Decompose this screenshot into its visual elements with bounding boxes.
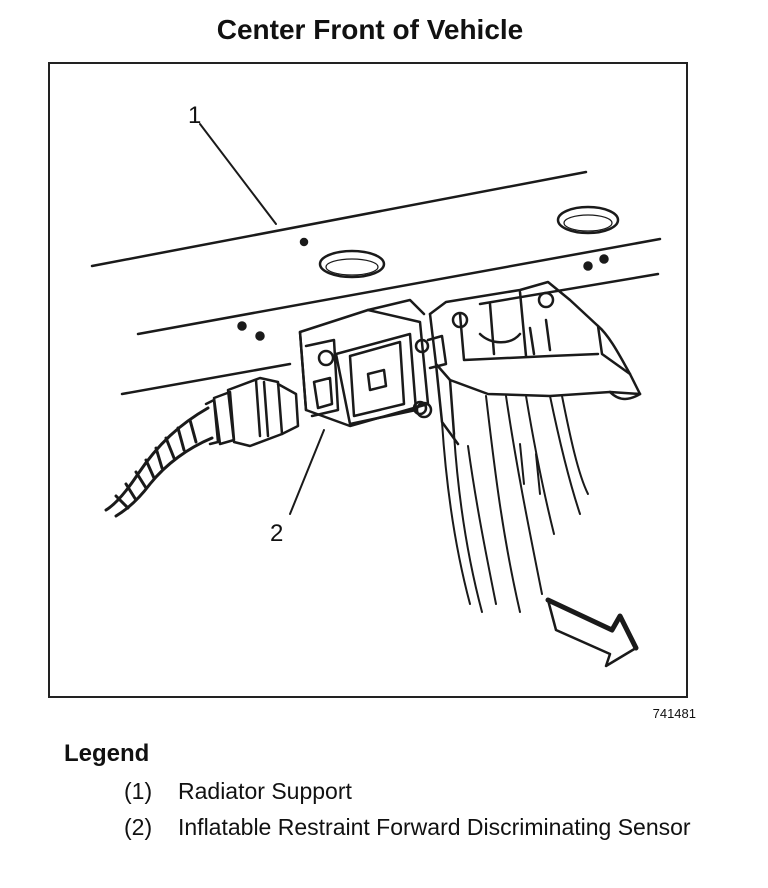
forward-arrow-icon	[545, 597, 639, 668]
legend-item-number: (2)	[124, 814, 153, 840]
legend: Legend (1) Radiator Support (2) Inflatab…	[64, 740, 698, 842]
vehicle-illustration	[90, 123, 662, 668]
legend-item-text: Inflatable Restraint Forward Discriminat…	[178, 814, 691, 840]
legend-title: Legend	[64, 740, 150, 767]
leader-line-1	[199, 123, 277, 225]
illustration-frame: 1 2	[48, 62, 688, 698]
legend-item-number: (1)	[124, 778, 153, 804]
mounting-bracket	[415, 280, 642, 446]
legend-item-text: Radiator Support	[178, 778, 352, 804]
figure-id: 741481	[652, 706, 696, 721]
diagram-title: Center Front of Vehicle	[216, 14, 524, 45]
radiator-support-mid-edge	[136, 237, 662, 336]
callout-2: 2	[270, 520, 284, 547]
forward-discriminating-sensor	[298, 298, 448, 428]
leader-line-2	[289, 429, 325, 515]
legend-item: (1) Radiator Support	[124, 776, 698, 806]
sensor-connector	[204, 376, 300, 448]
support-hole-right	[556, 205, 620, 235]
wiring-harness	[104, 406, 214, 518]
radiator-support-lower-edge-left	[120, 362, 292, 396]
legend-item: (2) Inflatable Restraint Forward Discrim…	[124, 812, 698, 842]
support-hole-left	[318, 249, 386, 279]
callout-1: 1	[188, 102, 202, 129]
radiator-support-upper-edge	[90, 170, 588, 268]
frame-members	[441, 395, 589, 613]
